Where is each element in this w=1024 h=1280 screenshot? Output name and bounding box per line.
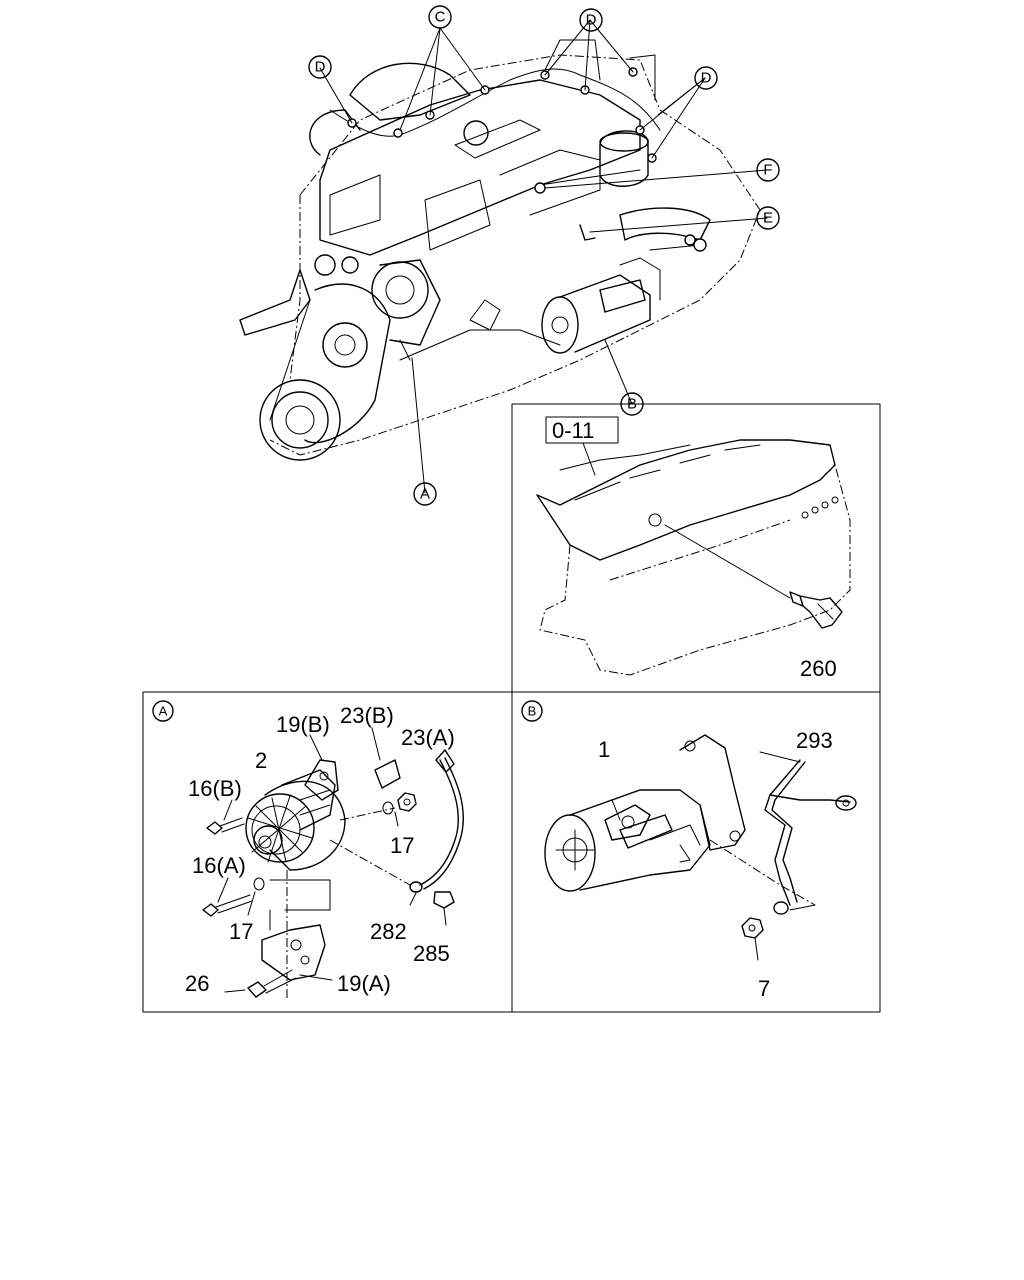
part-260-label: 260: [800, 656, 837, 681]
callout-d-left-label: D: [315, 59, 326, 76]
callout-e-label: E: [763, 210, 773, 227]
part-17b-label: 17: [229, 919, 253, 944]
callout-d-top: D: [579, 8, 603, 32]
callout-d-right: D: [694, 66, 718, 90]
callout-c-label: C: [435, 9, 446, 26]
panel-b-callout-label: B: [528, 704, 537, 719]
part-23a-label: 23(A): [401, 725, 455, 750]
engine-illustration: [239, 19, 768, 494]
ref-box-label: 0-11: [552, 418, 594, 443]
part-23b-label: 23(B): [340, 703, 394, 728]
part-19a-label: 19(A): [337, 971, 391, 996]
callout-c: C: [428, 5, 452, 29]
callout-f-label: F: [763, 162, 772, 179]
part-282-label: 282: [370, 919, 407, 944]
panel-b: B 1 293 7: [511, 691, 881, 1013]
panel-b-callout: B: [521, 700, 543, 722]
part-1-label: 1: [598, 737, 610, 762]
callout-a-engine-label: A: [420, 486, 430, 503]
part-26-label: 26: [185, 971, 209, 996]
callout-d-left: D: [308, 55, 332, 79]
part-17a-label: 17: [390, 833, 414, 858]
callout-e: E: [756, 206, 780, 230]
part-2-label: 2: [255, 748, 267, 773]
part-16a-label: 16(A): [192, 853, 246, 878]
inset-sensor-panel: 0-11 260: [511, 403, 881, 693]
part-16b-label: 16(B): [188, 776, 242, 801]
part-19b-label: 19(B): [276, 712, 330, 737]
callout-a-engine: A: [413, 482, 437, 506]
part-293-label: 293: [796, 728, 833, 753]
callout-f: F: [756, 158, 780, 182]
part-285-label: 285: [413, 941, 450, 966]
callout-d-top-label: D: [586, 12, 597, 29]
panel-a-callout: A: [152, 700, 174, 722]
callout-d-right-label: D: [701, 70, 712, 87]
panel-a: A: [142, 691, 513, 1013]
panel-a-callout-label: A: [159, 704, 168, 719]
part-7-label: 7: [758, 976, 770, 1001]
